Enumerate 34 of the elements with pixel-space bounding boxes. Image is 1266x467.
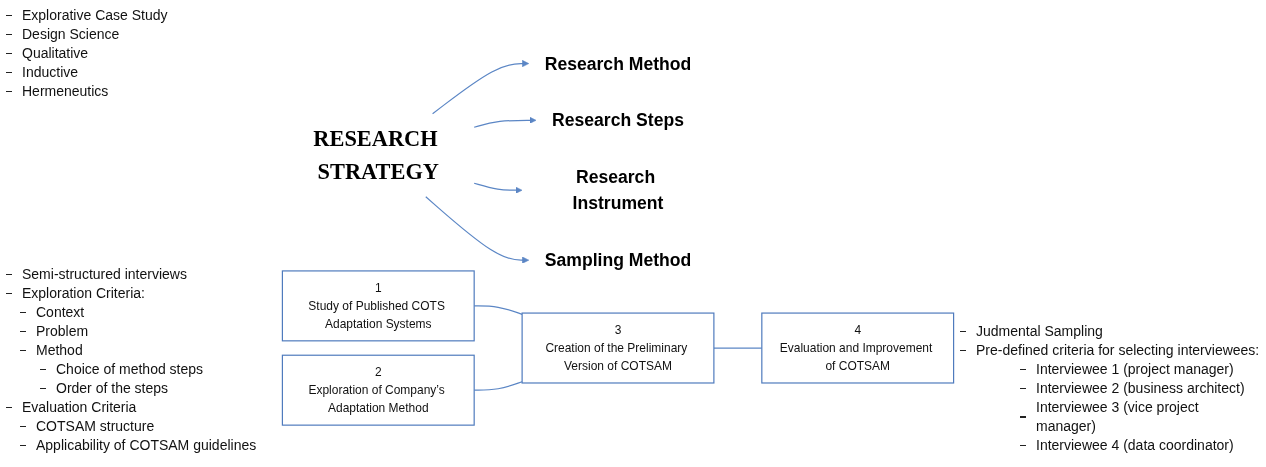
node-box: 4 Evaluation and Improvement of COTSAM	[761, 312, 955, 384]
list-item: Inductive	[22, 63, 79, 82]
node-box: 1 Study of Published COTS Adaptation Systems	[281, 270, 475, 342]
node-text: RESEARCH STRATEGY	[313, 125, 439, 184]
list-item: Explorative Case Study	[22, 6, 168, 25]
list-item: Problem	[36, 322, 89, 341]
node-text: Sampling Method	[544, 249, 692, 270]
arrow	[473, 182, 523, 194]
arrow	[432, 59, 530, 115]
list-item: Evaluation Criteria	[22, 398, 137, 417]
node-box: 3 Creation of the Preliminary Version of COTSAM	[521, 312, 715, 384]
list-item: Design Science	[22, 25, 120, 44]
list-item: Choice of method steps	[56, 360, 204, 379]
list-item: Interviewee 2 (business architect)	[1036, 379, 1245, 398]
arrow	[473, 116, 537, 128]
arrow	[425, 195, 530, 264]
node-box: 2 Exploration of Company’s Adaptation Method	[281, 354, 475, 426]
list-item: COTSAM structure	[36, 417, 155, 436]
list-item: Context	[36, 303, 85, 322]
node-text: Research Method	[544, 53, 692, 74]
list-item: Qualitative	[22, 44, 89, 63]
list-item: Interviewee 1 (project manager)	[1036, 360, 1234, 379]
node-text: Research Steps	[552, 110, 684, 131]
list-item: Hermeneutics	[22, 82, 109, 101]
list-item: Method	[36, 341, 83, 360]
list-item: Interviewee 4 (data coordinator)	[1036, 436, 1234, 455]
list-item: Semi-structured interviews	[22, 265, 187, 284]
list-item: Judmental Sampling	[976, 322, 1103, 341]
list-item: Exploration Criteria:	[22, 284, 145, 303]
list-item: Order of the steps	[56, 379, 169, 398]
list-item: Applicability of COTSAM guidelines	[36, 436, 257, 455]
node-text: Research Instrument	[572, 166, 664, 214]
list-item: Interviewee 3 (vice project manager)	[1036, 398, 1200, 436]
list-item: Pre-defined criteria for selecting interviewees:	[976, 341, 1260, 360]
